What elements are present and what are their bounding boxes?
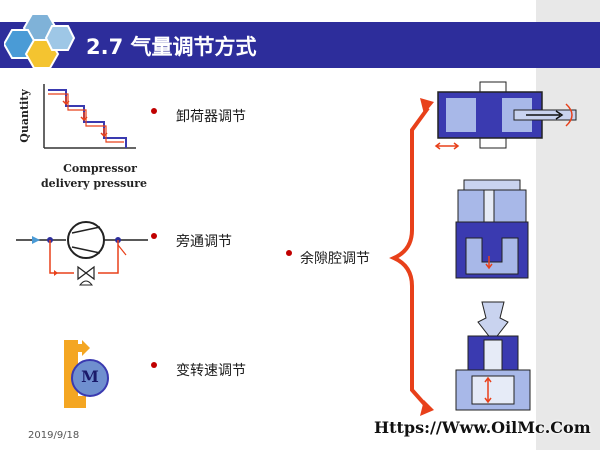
watermark: Https://Www.OilMc.Com — [374, 418, 591, 437]
arrow-icon — [114, 245, 126, 255]
motor-label: M — [81, 367, 99, 386]
spring — [483, 339, 503, 371]
compressor-line — [71, 246, 101, 254]
method-label-speed: 变转速调节 — [176, 363, 246, 379]
bullet-icon — [151, 362, 157, 368]
chart-y-label: Quantity — [18, 89, 31, 143]
motor-bar — [64, 340, 78, 408]
slide-title: 2.7 气量调节方式 — [86, 35, 257, 59]
title-bar: 2.7 气量调节方式 — [0, 22, 600, 68]
brace-line — [389, 106, 430, 410]
bypass-piping-diagram — [16, 221, 148, 286]
arrow-right-icon — [526, 110, 564, 120]
capacity-step-chart — [43, 84, 136, 149]
arrow-down-icon — [420, 400, 434, 416]
method-label-clearance: 余隙腔调节 — [300, 251, 370, 267]
cylinder-chamber — [446, 98, 476, 132]
motor-base — [64, 396, 86, 408]
arrow-icon — [54, 270, 58, 276]
down-arrow-icon — [80, 112, 88, 122]
bypass-valve-icon — [77, 265, 95, 281]
clearance-machine-middle — [455, 179, 529, 279]
chart-x-label-line2: delivery pressure — [40, 177, 148, 190]
cap — [463, 179, 521, 191]
slide-date: 2019/9/18 — [28, 430, 80, 441]
bullet-icon — [151, 233, 157, 239]
method-label-bypass: 旁通调节 — [176, 234, 232, 250]
port-top — [479, 81, 507, 93]
arrow-icon — [64, 340, 90, 356]
compressor-line — [71, 226, 101, 234]
bullet-icon — [151, 108, 157, 114]
handwheel — [477, 301, 509, 341]
bypass-line — [49, 240, 74, 274]
inner-chamber — [471, 375, 515, 405]
port-bottom — [479, 137, 507, 149]
motor-diagram — [64, 340, 109, 408]
red-brace-arrows — [389, 98, 434, 416]
flow-arrow-icon — [32, 236, 40, 244]
hexagon-logo — [4, 13, 76, 69]
bypass-line — [98, 240, 119, 274]
right-side-panel — [536, 0, 600, 450]
step-line — [48, 89, 127, 148]
valve-actuator — [78, 280, 94, 286]
clearance-machine-top — [434, 81, 577, 150]
hexagon-right — [44, 25, 76, 51]
double-arrow-icon — [434, 142, 460, 150]
rotate-icon — [565, 103, 573, 127]
down-arrow-icon — [62, 96, 70, 106]
chart-x-label-line1: Compressor — [63, 162, 137, 175]
method-label-unloader: 卸荷器调节 — [176, 109, 246, 125]
down-arrow-icon — [485, 256, 493, 270]
motor-icon — [71, 359, 109, 397]
pocket — [465, 237, 519, 275]
clearance-machine-bottom — [455, 301, 531, 411]
double-arrow-icon — [484, 376, 492, 404]
down-arrow-icon — [100, 128, 108, 138]
arrow-up-icon — [420, 98, 434, 114]
bullet-icon — [286, 250, 292, 256]
